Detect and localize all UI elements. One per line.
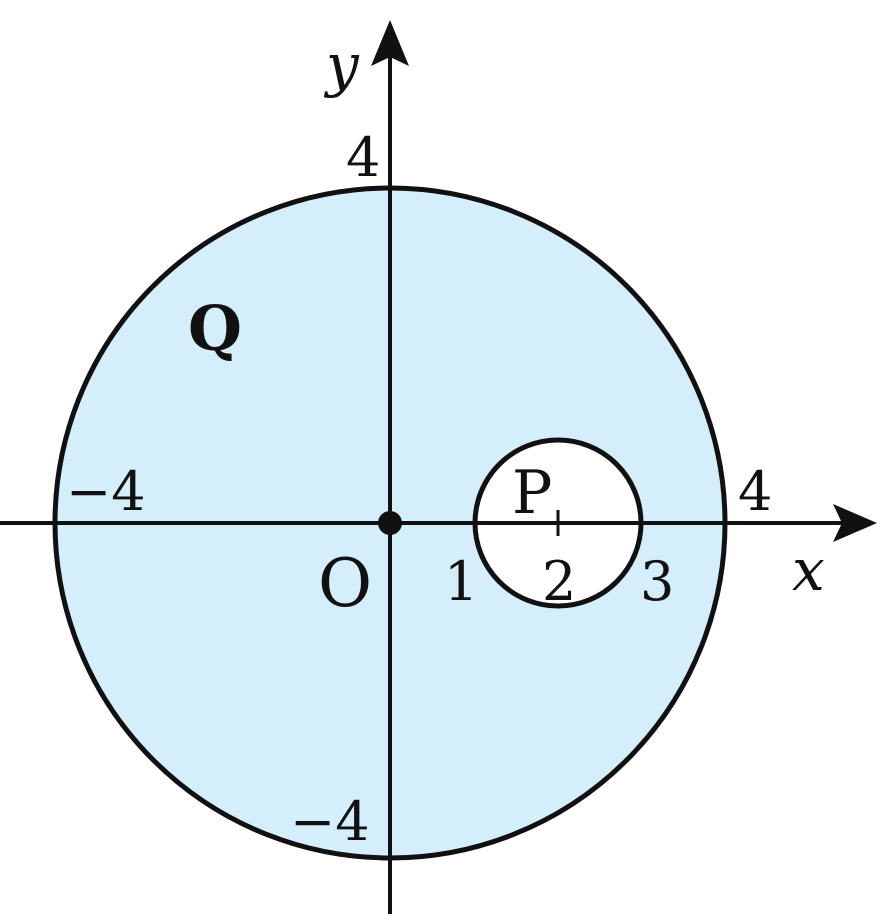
tick-label-y-4: 4 — [346, 126, 380, 189]
region-q-label: Q — [188, 292, 242, 365]
origin-label: O — [318, 545, 372, 622]
tick-label-x-2: 2 — [542, 550, 576, 613]
point-p-label: P — [512, 458, 552, 528]
y-axis-arrow-icon — [371, 20, 409, 66]
tick-label-x-3: 3 — [640, 550, 674, 613]
tick-label-x-1: 1 — [444, 550, 478, 613]
tick-label-x-4: 4 — [738, 460, 772, 523]
origin-dot — [378, 511, 402, 535]
y-axis-label: y — [323, 31, 360, 99]
tick-label-y-neg4: −4 — [290, 790, 370, 853]
tick-label-x-neg4: −4 — [66, 460, 146, 523]
x-axis-label: x — [792, 536, 825, 604]
x-axis-arrow-icon — [833, 504, 877, 542]
